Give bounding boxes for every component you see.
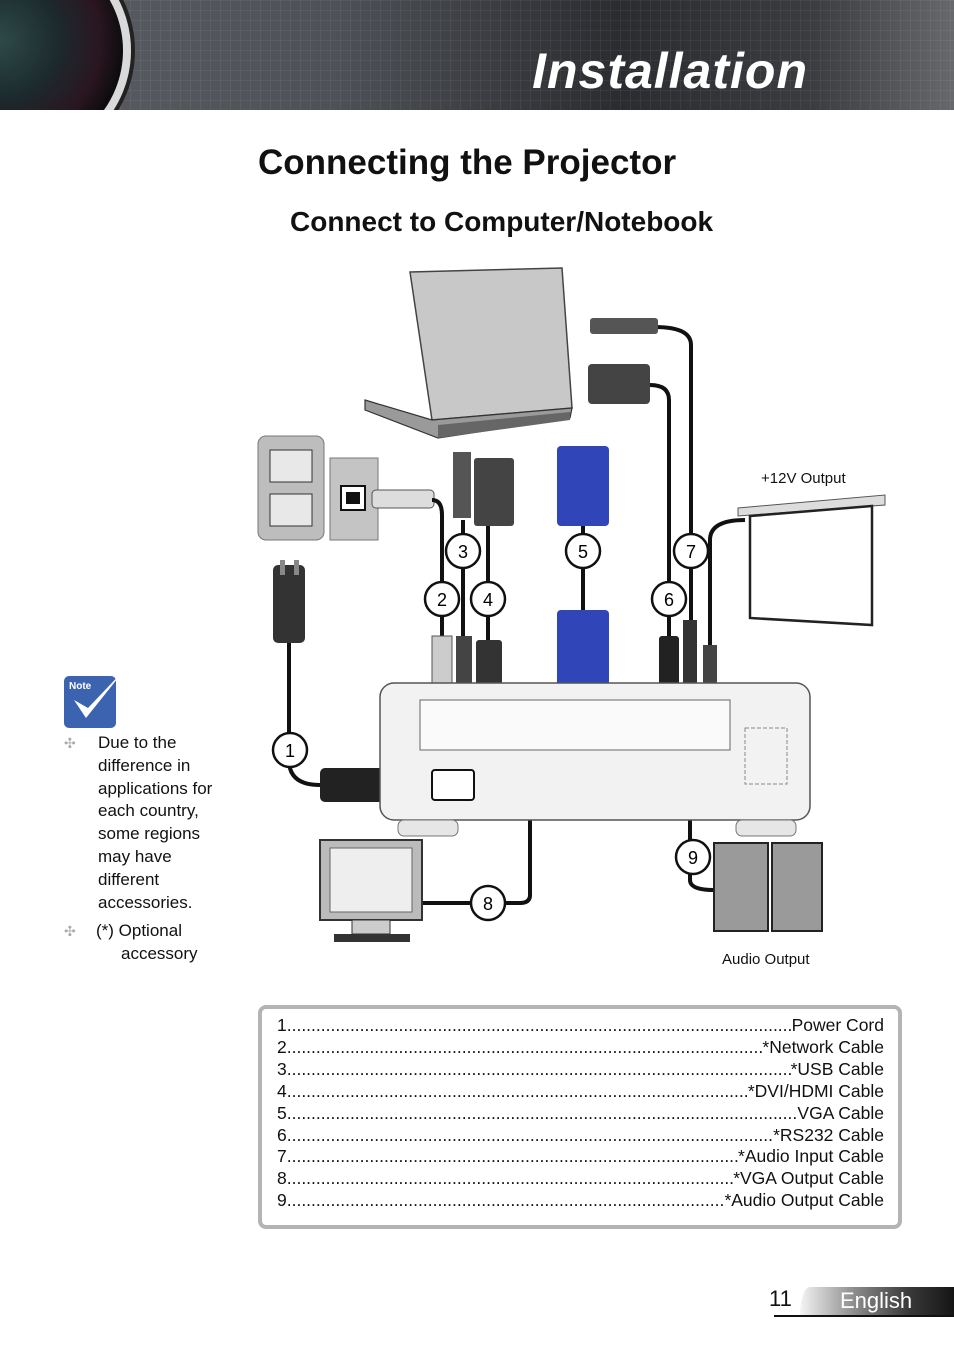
network-jack-illustration xyxy=(329,457,435,541)
footer-bar xyxy=(800,1287,954,1315)
callout-9: 9 xyxy=(674,838,712,876)
svg-text:2: 2 xyxy=(437,590,447,610)
legend-item: 7 *Audio Input Cable xyxy=(277,1146,884,1168)
dot-leader xyxy=(287,1146,738,1168)
legend-item: 5 VGA Cable xyxy=(277,1103,884,1125)
note-item: ✣ (*) Optional accessory xyxy=(64,921,198,964)
banner-texture xyxy=(0,0,954,110)
footer-language: English xyxy=(840,1288,913,1313)
legend-item: 8 *VGA Output Cable xyxy=(277,1168,884,1190)
bullet-icon: ✣ xyxy=(64,923,76,940)
callout-7: 7 xyxy=(672,532,710,570)
page-subtitle: Connect to Computer/Notebook xyxy=(290,206,714,237)
callouts: 1 2 3 4 5 6 7 8 9 xyxy=(271,532,712,922)
dot-leader xyxy=(287,1125,773,1147)
svg-text:1: 1 xyxy=(285,741,295,761)
legend-number: 2 xyxy=(277,1036,287,1057)
dot-leader xyxy=(287,1037,763,1059)
legend-label: *Audio Input Cable xyxy=(738,1146,884,1167)
legend-item: 1 Power Cord xyxy=(277,1015,884,1037)
projector-illustration xyxy=(379,682,811,837)
legend-label: *VGA Output Cable xyxy=(733,1168,884,1189)
cable-legend: 1 Power Cord 2 *Network Cable 3 *USB Cable 4 *D… xyxy=(258,1005,902,1229)
monitor-illustration xyxy=(319,839,423,942)
legend-number: 3 xyxy=(277,1058,287,1079)
dot-leader xyxy=(287,1015,792,1037)
callout-1: 1 xyxy=(271,731,309,769)
legend-number: 4 xyxy=(277,1080,287,1101)
legend-label: *RS232 Cable xyxy=(773,1124,884,1145)
power-output-label: +12V Output xyxy=(761,470,846,487)
legend-number: 9 xyxy=(277,1190,287,1211)
legend-item: 2 *Network Cable xyxy=(277,1037,884,1059)
section-title: Installation xyxy=(532,43,808,99)
svg-text:5: 5 xyxy=(578,542,588,562)
projector-lens-graphic xyxy=(0,0,131,110)
legend-label: VGA Cable xyxy=(797,1102,884,1123)
callout-5: 5 xyxy=(564,532,602,570)
svg-text:8: 8 xyxy=(483,894,493,914)
speakers-illustration xyxy=(713,842,823,932)
callout-4: 4 xyxy=(469,580,507,618)
legend-item: 9 *Audio Output Cable xyxy=(277,1190,884,1212)
page-title: Connecting the Projector xyxy=(258,143,677,182)
footer-line xyxy=(774,1315,954,1317)
dot-leader xyxy=(287,1103,798,1125)
legend-label: *DVI/HDMI Cable xyxy=(747,1080,884,1101)
legend-label: Power Cord xyxy=(791,1015,884,1035)
legend-item: 4 *DVI/HDMI Cable xyxy=(277,1081,884,1103)
header-banner: Installation xyxy=(0,0,954,110)
laptop-illustration xyxy=(364,267,573,439)
note-item: ✣ Due to the difference in applications … xyxy=(64,733,213,912)
legend-label: *Network Cable xyxy=(762,1036,884,1057)
legend-label: *Audio Output Cable xyxy=(724,1190,884,1211)
legend-number: 6 xyxy=(277,1124,287,1145)
dot-leader xyxy=(287,1059,791,1081)
legend-label: *USB Cable xyxy=(790,1058,884,1079)
callout-8: 8 xyxy=(469,884,507,922)
callout-3: 3 xyxy=(444,532,482,570)
dot-leader xyxy=(287,1190,725,1212)
legend-number: 8 xyxy=(277,1168,287,1189)
svg-text:7: 7 xyxy=(686,542,696,562)
callout-2: 2 xyxy=(423,580,461,618)
bullet-icon: ✣ xyxy=(64,735,76,751)
legend-number: 1 xyxy=(277,1015,287,1035)
svg-text:6: 6 xyxy=(664,590,674,610)
svg-text:9: 9 xyxy=(688,848,698,868)
legend-item: 3 *USB Cable xyxy=(277,1059,884,1081)
legend-number: 7 xyxy=(277,1146,287,1167)
audio-output-label: Audio Output xyxy=(722,951,810,968)
page-number: 11 xyxy=(769,1286,792,1311)
dot-leader xyxy=(287,1168,733,1190)
note-check-icon: Note xyxy=(64,668,126,728)
svg-text:3: 3 xyxy=(458,542,468,562)
callout-6: 6 xyxy=(650,580,688,618)
dot-leader xyxy=(287,1081,748,1103)
note-list: ✣ Due to the difference in applications … xyxy=(64,732,224,972)
svg-text:4: 4 xyxy=(483,590,493,610)
svg-text:Note: Note xyxy=(69,681,92,692)
connection-diagram: 1 2 3 4 5 6 7 8 9 xyxy=(257,267,886,942)
power-outlet-illustration xyxy=(257,435,325,541)
projection-screen-illustration xyxy=(737,494,886,627)
legend-item: 6 *RS232 Cable xyxy=(277,1125,884,1147)
legend-number: 5 xyxy=(277,1102,287,1123)
